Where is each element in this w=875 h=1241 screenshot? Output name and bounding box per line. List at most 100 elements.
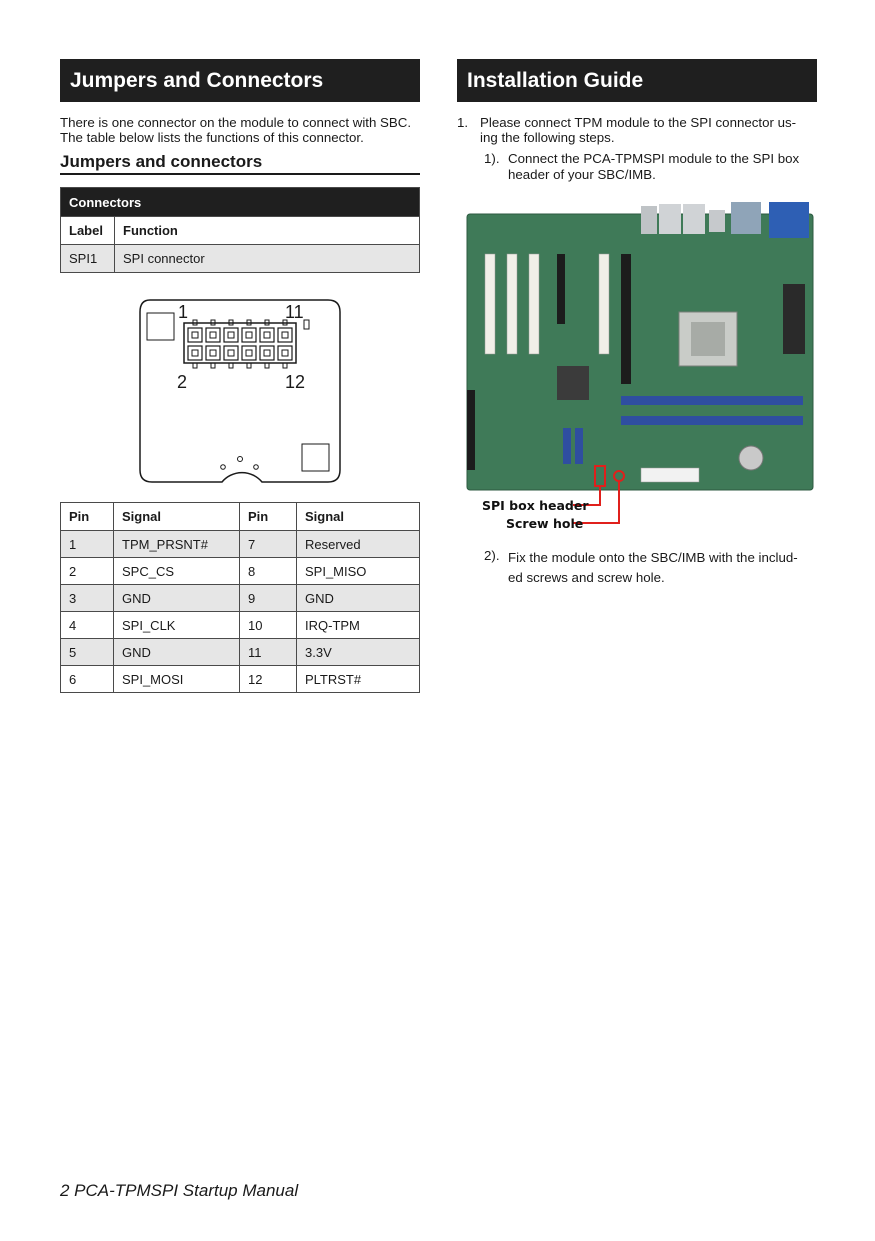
step-number: 1. bbox=[457, 115, 469, 130]
dimm-slot bbox=[621, 396, 803, 405]
table-row: 1 TPM_PRSNT# 7 Reserved bbox=[60, 530, 420, 558]
step-line: Please connect TPM module to the SPI con… bbox=[480, 115, 797, 130]
table-cell: PLTRST# bbox=[296, 665, 420, 693]
dimm-slot bbox=[621, 416, 803, 425]
callout-spi-box-header: SPI box header bbox=[482, 498, 589, 513]
table-cell: SPI1 bbox=[60, 244, 115, 273]
header-pin bbox=[223, 327, 239, 343]
lan-port bbox=[659, 204, 681, 234]
intro-paragraph: There is one connector on the module to … bbox=[60, 115, 422, 145]
callout-line-spi bbox=[573, 486, 601, 506]
side-header bbox=[467, 390, 475, 470]
header-pin-core bbox=[281, 349, 289, 357]
pin-label-12: 12 bbox=[285, 372, 305, 392]
pin-lead bbox=[282, 319, 288, 326]
header-pin bbox=[223, 345, 239, 361]
module-outline bbox=[139, 299, 341, 483]
pin-lead bbox=[228, 319, 234, 326]
table-cell: GND bbox=[113, 584, 240, 612]
pin-label-1: 1 bbox=[178, 302, 188, 322]
table-cell: GND bbox=[113, 638, 240, 666]
intro-line: There is one connector on the module to … bbox=[60, 115, 412, 130]
pin-lead bbox=[210, 362, 216, 369]
step-line: header of your SBC/IMB. bbox=[508, 167, 656, 182]
header-pin bbox=[187, 327, 203, 343]
pcie-slot bbox=[557, 254, 565, 324]
motherboard-figure bbox=[466, 202, 814, 524]
table-row: SPI1 SPI connector bbox=[60, 244, 420, 273]
column-header-signal: Signal bbox=[296, 502, 420, 531]
column-header-pin: Pin bbox=[239, 502, 297, 531]
header-pin-core bbox=[245, 349, 253, 357]
table-cell: SPI_MISO bbox=[296, 557, 420, 585]
pin-lead bbox=[192, 319, 198, 326]
pin-lead bbox=[264, 362, 270, 369]
header-pin bbox=[241, 345, 257, 361]
pin-grid bbox=[187, 319, 293, 369]
substep-text: Connect the PCA-TPMSPI module to the SPI… bbox=[508, 151, 799, 183]
header-pin bbox=[205, 345, 221, 361]
header-pin bbox=[259, 345, 275, 361]
column-header-signal: Signal bbox=[113, 502, 240, 531]
mount-dot bbox=[253, 464, 259, 470]
vga-port bbox=[769, 202, 809, 238]
pci-slot bbox=[506, 253, 518, 355]
vrm-heatsink bbox=[783, 284, 805, 354]
io-port bbox=[641, 206, 657, 234]
callout-line-screw bbox=[573, 481, 620, 524]
table-cell: GND bbox=[296, 584, 420, 612]
table-cell: 6 bbox=[60, 665, 114, 693]
sata-port bbox=[563, 428, 571, 464]
pin-label-2: 2 bbox=[177, 372, 187, 392]
pin-assignment-table: Pin Signal Pin Signal 1 TPM_PRSNT# 7 Res… bbox=[60, 502, 420, 693]
atx-power-connector bbox=[640, 467, 700, 483]
header-pin-core bbox=[263, 349, 271, 357]
header-pin-core bbox=[227, 331, 235, 339]
chipset-heatsink bbox=[557, 366, 589, 400]
header-pin-core bbox=[263, 331, 271, 339]
component-square bbox=[146, 312, 175, 341]
table-cell: SPI_MOSI bbox=[113, 665, 240, 693]
pcb-board bbox=[466, 213, 814, 491]
table-cell: 5 bbox=[60, 638, 114, 666]
section-title-installation: Installation Guide bbox=[457, 59, 817, 102]
table-row: 5 GND 11 3.3V bbox=[60, 638, 420, 666]
header-pin-core bbox=[245, 331, 253, 339]
subheading-jumpers-connectors: Jumpers and connectors bbox=[60, 152, 420, 175]
table-cell: SPI_CLK bbox=[113, 611, 240, 639]
pin-lead bbox=[210, 319, 216, 326]
table-row: 2 SPC_CS 8 SPI_MISO bbox=[60, 557, 420, 585]
step-line: Fix the module onto the SBC/IMB with the… bbox=[508, 550, 798, 565]
page-footer: 2 PCA-TPMSPI Startup Manual bbox=[60, 1181, 299, 1200]
header-pin bbox=[187, 345, 203, 361]
callout-screw-hole: Screw hole bbox=[506, 516, 584, 531]
header-pin bbox=[277, 345, 293, 361]
pin-lead bbox=[228, 362, 234, 369]
table-cell: 2 bbox=[60, 557, 114, 585]
step-line: Connect the PCA-TPMSPI module to the SPI… bbox=[508, 151, 800, 166]
pin-lead bbox=[246, 362, 252, 369]
table-cell: 3.3V bbox=[296, 638, 420, 666]
table-cell: Reserved bbox=[296, 530, 420, 558]
header-pin-core bbox=[209, 349, 217, 357]
header-pin-core bbox=[281, 331, 289, 339]
table-cell: TPM_PRSNT# bbox=[113, 530, 240, 558]
connectors-table-caption: Connectors bbox=[60, 187, 420, 217]
table-cell: 3 bbox=[60, 584, 114, 612]
pin1-marker bbox=[303, 319, 310, 330]
header-pin-core bbox=[191, 331, 199, 339]
mount-dot bbox=[237, 456, 243, 462]
table-cell: SPC_CS bbox=[113, 557, 240, 585]
com-port bbox=[731, 202, 761, 234]
cpu-socket-center bbox=[691, 322, 725, 356]
table-row: 4 SPI_CLK 10 IRQ-TPM bbox=[60, 611, 420, 639]
component-square bbox=[301, 443, 330, 472]
header-pin bbox=[205, 327, 221, 343]
header-pin bbox=[241, 327, 257, 343]
connectors-table: Connectors Label Function SPI1 SPI conne… bbox=[60, 187, 420, 273]
header-pin bbox=[259, 327, 275, 343]
table-cell: 8 bbox=[239, 557, 297, 585]
header-pin-core bbox=[191, 349, 199, 357]
table-cell: SPI connector bbox=[114, 244, 420, 273]
header-pin bbox=[277, 327, 293, 343]
